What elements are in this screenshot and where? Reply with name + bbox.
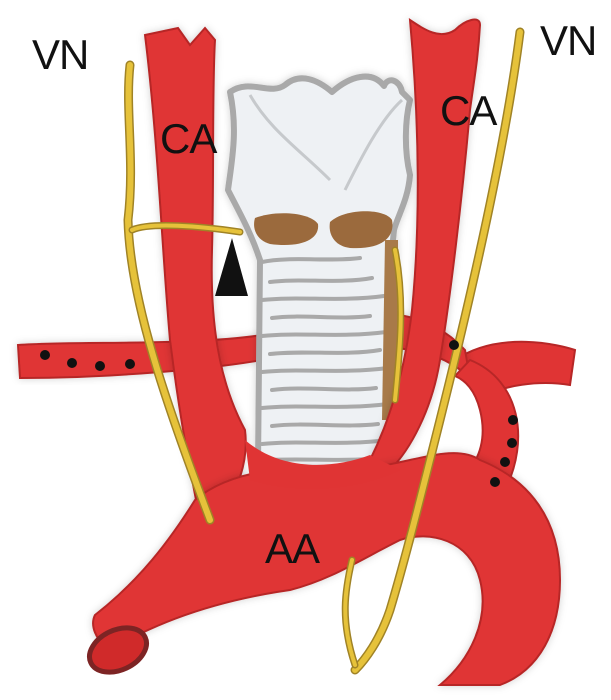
dot xyxy=(67,358,77,368)
label-ca-left: CA xyxy=(160,118,216,160)
dot xyxy=(507,438,517,448)
dot xyxy=(508,415,518,425)
dot xyxy=(95,361,105,371)
muscle-left xyxy=(254,213,318,245)
label-ca-right: CA xyxy=(440,90,496,132)
arrowhead-marker xyxy=(215,238,248,296)
trachea xyxy=(228,77,410,476)
dot xyxy=(40,350,50,360)
dot xyxy=(490,477,500,487)
dot xyxy=(449,340,459,350)
label-vn-right: VN xyxy=(540,20,596,62)
dot xyxy=(125,359,135,369)
label-vn-left: VN xyxy=(32,34,88,76)
dot xyxy=(500,457,510,467)
label-aa: AA xyxy=(265,528,319,570)
